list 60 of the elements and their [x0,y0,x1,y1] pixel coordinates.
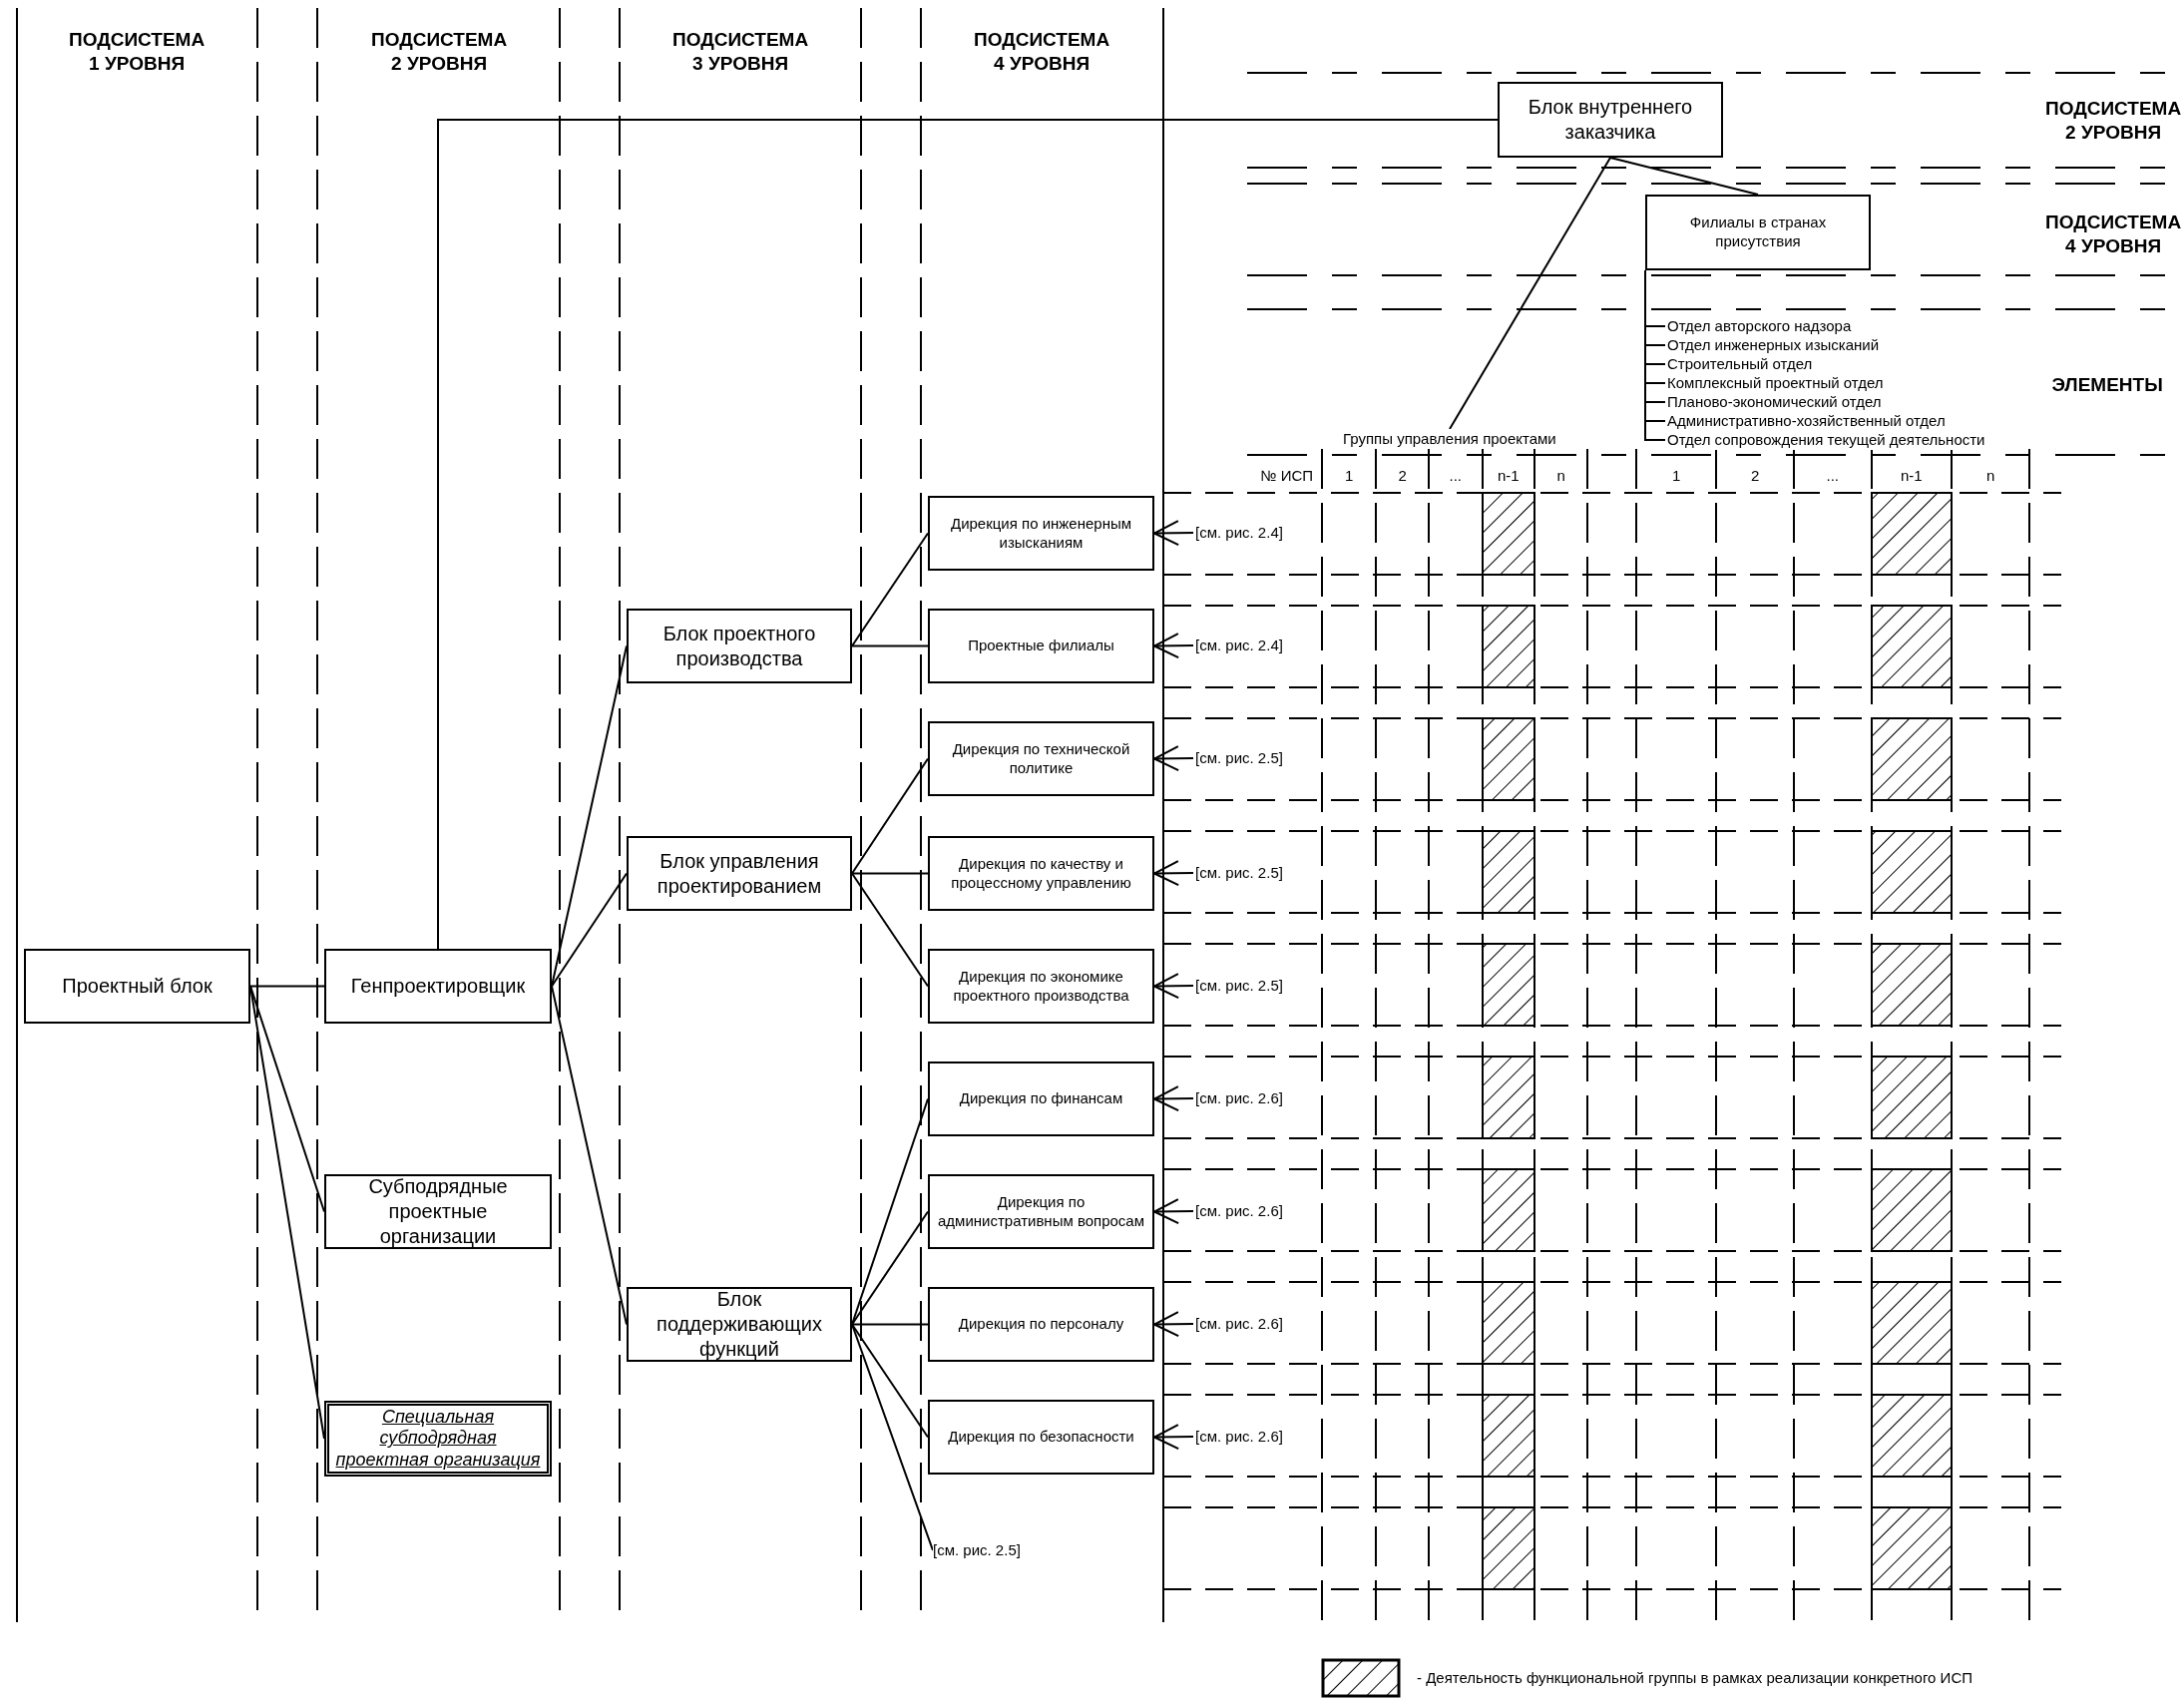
arrow [1153,520,1194,547]
connector-line [851,1323,929,1439]
arrow [1153,1424,1194,1451]
connector-line [1609,157,1759,196]
level-heading: ПОДСИСТЕМА 4 УРОВНЯ [2045,211,2182,258]
level-heading: ПОДСИСТЕМА 3 УРОВНЯ [672,28,809,76]
connector-line [851,872,929,875]
org-unit-box: Дирекция по финансам [928,1062,1154,1136]
level-heading: ПОДСИСТЕМА 4 УРОВНЯ [974,28,1110,76]
connector-line [851,1323,929,1326]
org-unit-box: Блок проектного производства [627,609,852,683]
level-heading: ПОДСИСТЕМА 1 УРОВНЯ [69,28,206,76]
connector-line [851,532,929,647]
arrow [1153,973,1194,1000]
column-heading: n-1 [1498,466,1520,486]
org-unit-box: Дирекция по качеству и процессному управлению [928,836,1154,911]
org-unit-box: Филиалы в странах присутствия [1645,195,1871,270]
connector-line [1449,157,1611,430]
column-heading: ... [1449,466,1462,486]
column-heading: n [1556,466,1565,486]
level-heading: ПОДСИСТЕМА 2 УРОВНЯ [2045,97,2182,145]
org-unit-box: Дирекция по персоналу [928,1287,1154,1362]
org-unit-box: Проектный блок [24,949,250,1024]
org-unit-box: Дирекция по технической политике [928,721,1154,796]
org-unit-box: Дирекция по безопасности [928,1400,1154,1475]
arrow [1153,860,1194,887]
org-unit-box: Дирекция по инженерным изысканиям [928,496,1154,571]
org-unit-box: Дирекция по экономике проектного производства [928,949,1154,1024]
column-heading: 2 [1398,466,1407,486]
arrow [1153,745,1194,772]
connector-line [851,757,929,875]
org-unit-box: Блок внутреннего заказчика [1498,82,1723,158]
column-heading: 1 [1672,466,1681,486]
org-unit-box: Блок управления проектированием [627,836,852,911]
arrow [1153,1311,1194,1338]
legend-text: - Деятельность функциональной группы в рамках реализации конкретного ИСП [1417,1668,1972,1688]
connector-line [437,119,1499,950]
org-unit-box: Дирекция по административным вопросам [928,1174,1154,1249]
org-unit-box: Субподрядные проектные организации [324,1174,552,1249]
org-unit-box: Блок поддерживающих функций [627,1287,852,1362]
group-label: Группы управления проектами [1343,429,1556,449]
column-heading: 1 [1345,466,1354,486]
arrow [1153,633,1194,659]
arrow [1153,1085,1194,1112]
level-heading: ПОДСИСТЕМА 2 УРОВНЯ [371,28,508,76]
column-heading: № ИСП [1260,466,1314,486]
column-heading: n-1 [1901,466,1923,486]
connector-line [851,1210,929,1326]
org-unit-box: Проектные филиалы [928,609,1154,683]
column-heading: ... [1826,466,1839,486]
column-heading: 2 [1751,466,1760,486]
connector-line [249,985,325,988]
connector-line [851,872,929,988]
column-heading: n [1986,466,1995,486]
org-unit-box: Генпроектировщик [324,949,552,1024]
connector-line [551,872,628,988]
arrow [1153,1198,1194,1225]
connector-line [851,644,929,647]
level-heading: ЭЛЕМЕНТЫ [2051,373,2163,397]
org-unit-box: Специальная субподрядная проектная организация [324,1401,552,1477]
